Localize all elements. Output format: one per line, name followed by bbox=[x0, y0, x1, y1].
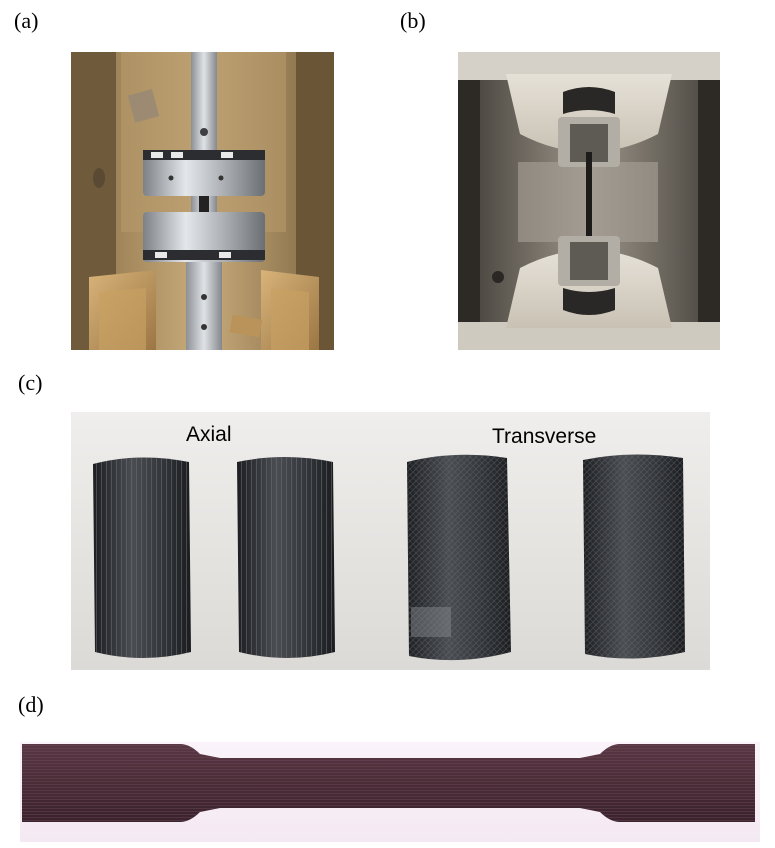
panel-label-c: (c) bbox=[18, 370, 43, 395]
panel-label-a: (a) bbox=[14, 8, 39, 33]
transverse-label: Transverse bbox=[492, 425, 597, 448]
compression-fixture-photo bbox=[71, 52, 334, 350]
panel-label-b: (b) bbox=[400, 8, 426, 33]
tensile-grips-photo bbox=[458, 52, 720, 350]
axial-label: Axial bbox=[186, 423, 232, 446]
panel-label-d: (d) bbox=[18, 692, 44, 717]
cylindrical-specimens-photo bbox=[71, 412, 710, 670]
dogbone-specimen-photo bbox=[20, 742, 760, 842]
